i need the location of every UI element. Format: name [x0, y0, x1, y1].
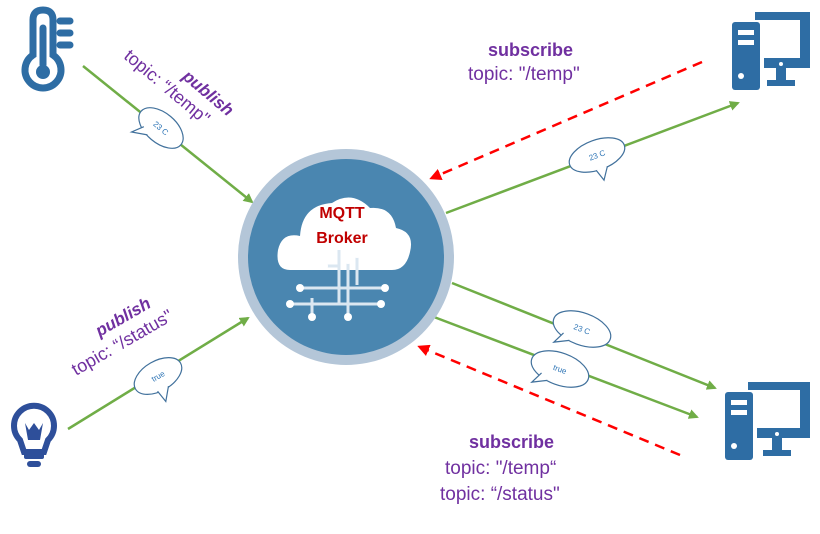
subscribe-arrow-top	[429, 60, 703, 180]
computer-icon-top	[732, 12, 810, 90]
cloud-icon	[277, 197, 412, 270]
message-bubble-status-publish: true	[133, 357, 183, 403]
broker-title-line1: MQTT	[319, 205, 365, 222]
subscribe-label-bottom-topic1: topic: "/temp“	[445, 458, 557, 479]
subscribe-label-bottom-topic2: topic: “/status"	[440, 484, 560, 505]
subscribe-label-bottom-action: subscribe	[469, 432, 555, 452]
subscribe-label-top-action: subscribe	[488, 40, 574, 60]
computer-icon-bottom	[725, 382, 810, 460]
message-bubble-temp-top: 23 C	[568, 137, 626, 182]
publish-label-temp: publish topic: “/temp"	[120, 45, 237, 128]
thermometer-icon	[21, 6, 74, 92]
message-bubble-temp-publish: 23 C	[129, 107, 184, 149]
light-bulb-icon	[11, 402, 57, 467]
subscribe-label-top-topic: topic: "/temp"	[468, 64, 580, 85]
subscribe-arrow-bottom	[417, 344, 681, 457]
message-bubble-temp-bottom: 23 C	[552, 310, 612, 348]
broker-title-line2: Broker	[316, 230, 368, 247]
message-bubble-status-bottom: true	[530, 350, 590, 388]
broker-node: MQTT Broker	[238, 149, 454, 365]
